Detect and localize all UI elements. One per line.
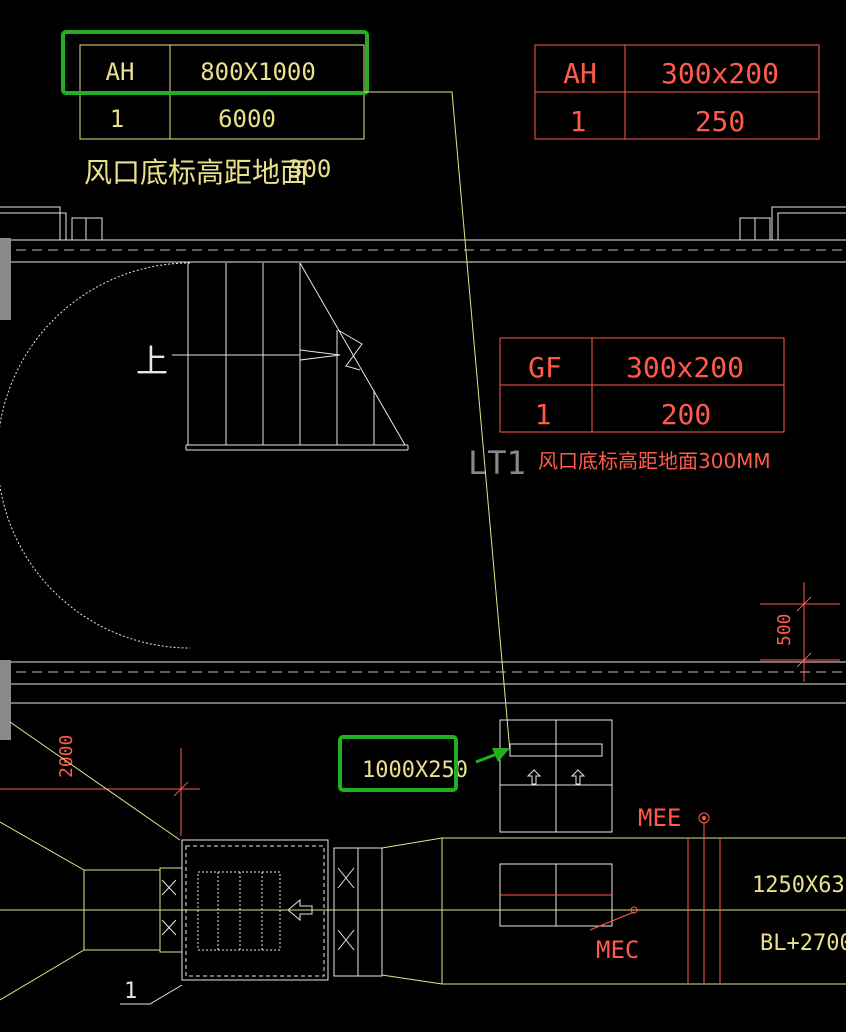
table-ah-right [534, 44, 820, 140]
table-ah-right-header-col2: 300x200 [661, 57, 779, 90]
duct-size-small: 1000X250 [362, 758, 468, 783]
note-left-value: 300 [288, 155, 331, 183]
damper-lines [687, 812, 721, 984]
stair-drawing [0, 262, 409, 649]
note-left-label: 风口底标高距地面 [84, 156, 308, 189]
duct-size-highlight [338, 735, 458, 792]
ahu-box [181, 839, 383, 981]
tag-1: 1 [124, 979, 137, 1004]
label-mee: MEE [638, 804, 681, 832]
wall-column-bottom [0, 660, 11, 740]
table-ah-right-header-col1: AH [563, 57, 597, 90]
table-gf-row-col2: 200 [661, 398, 712, 431]
table-ah-left-header-col2: 800X1000 [200, 58, 316, 86]
dimension-500-label: 500 [774, 613, 795, 646]
stair-tag: LT1 [468, 444, 526, 482]
leader-line [364, 91, 511, 753]
wall-lines [0, 206, 846, 704]
table-gf-header-col1: GF [528, 351, 562, 384]
flex-connector-icons [161, 867, 355, 951]
label-mec: MEC [596, 936, 639, 964]
dimension-2000 [0, 748, 200, 836]
table-gf-row-col1: 1 [535, 398, 552, 431]
stair-up-label: 上 [136, 342, 168, 380]
table-ah-left-header-col1: AH [106, 58, 135, 86]
dimension-500 [760, 582, 840, 682]
dimension-2000-label: 2000 [56, 735, 77, 778]
leader-tag-1 [120, 984, 183, 1005]
table-ah-left-row-col2: 6000 [218, 105, 276, 133]
mec-point-icon [630, 906, 638, 914]
duct-size-main: 1250X630 [752, 873, 846, 898]
table-gf [499, 337, 785, 433]
mec-leader [589, 911, 635, 931]
note-gf: 风口底标高距地面300MM [538, 449, 771, 473]
table-header-highlight [61, 30, 369, 95]
table-gf-header-col2: 300x200 [626, 351, 744, 384]
table-ah-right-row-col1: 1 [570, 105, 587, 138]
green-arrow-icon [475, 748, 510, 764]
table-ah-left-row-col1: 1 [110, 105, 124, 133]
wall-column-top [0, 238, 11, 320]
table-ah-right-row-col2: 250 [695, 105, 746, 138]
duct-elevation: BL+2700 [760, 931, 846, 956]
